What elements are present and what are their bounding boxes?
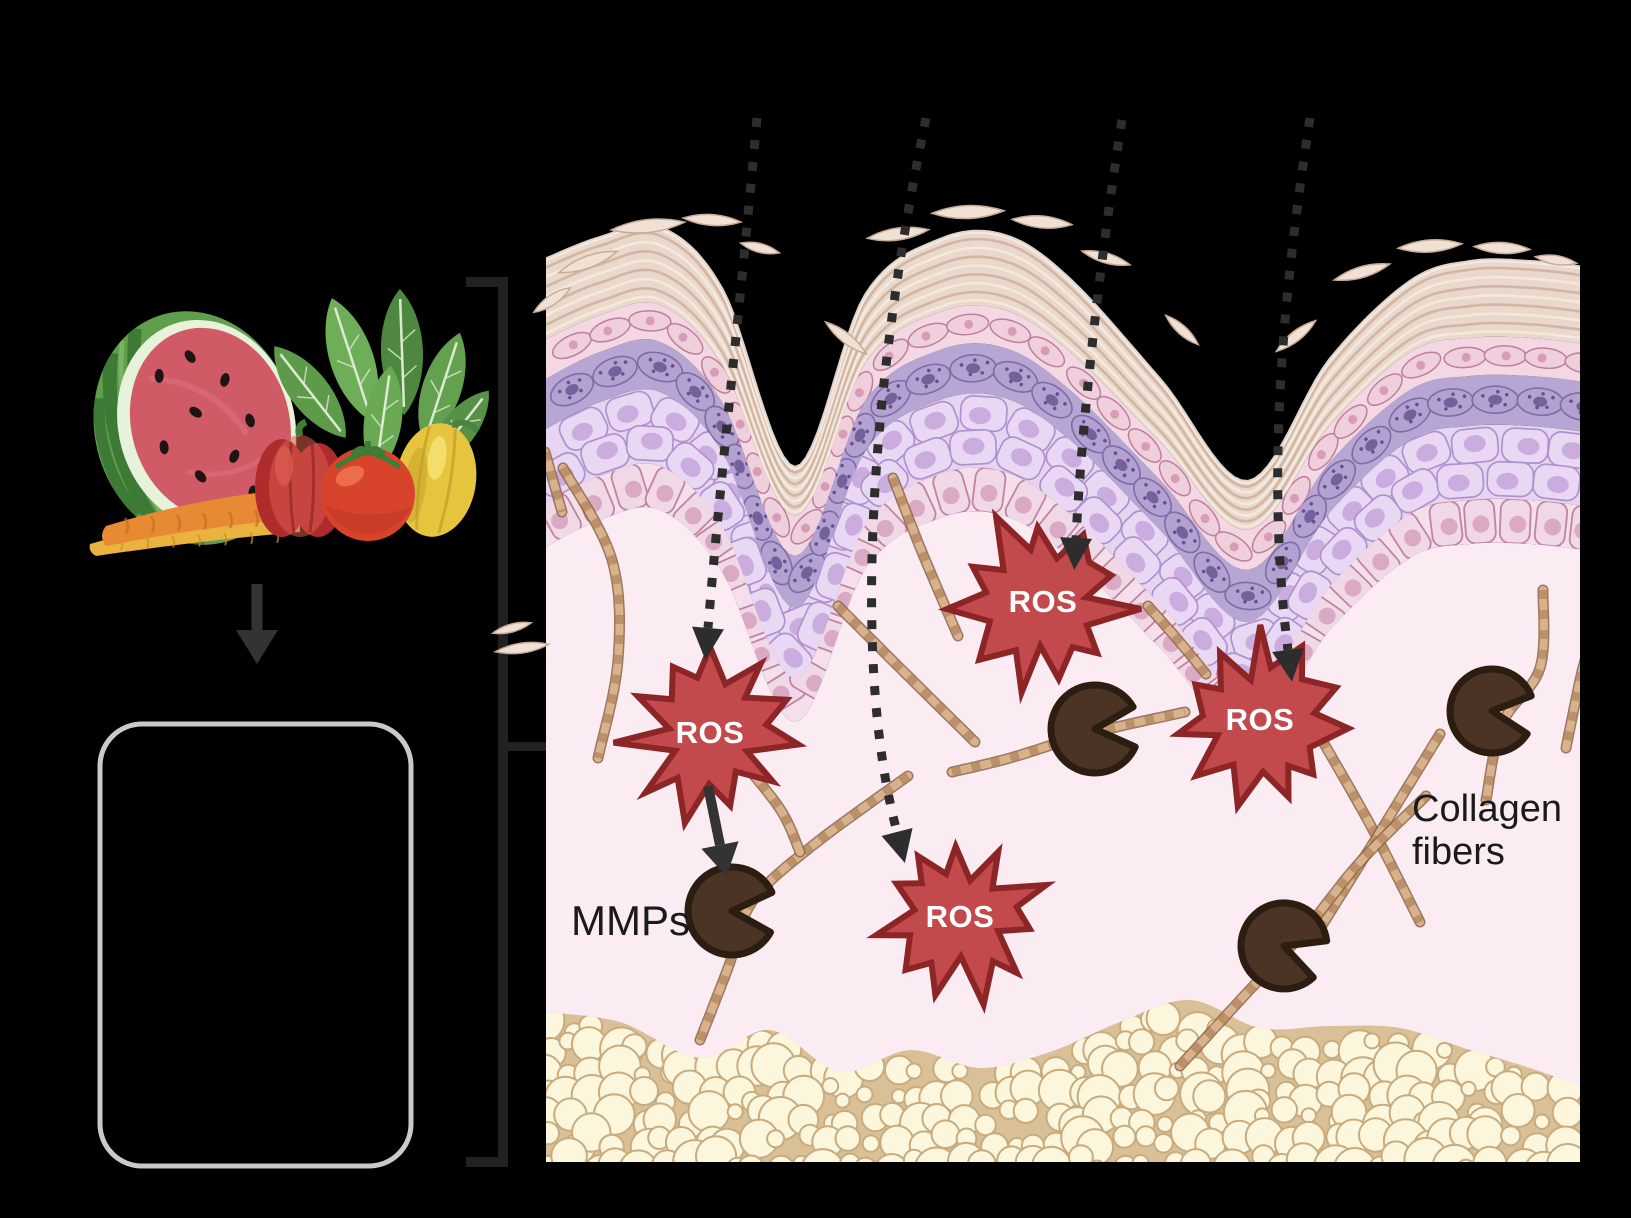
skin-cross-section: [546, 223, 1580, 1162]
ros-star-label: ROS: [1225, 702, 1295, 737]
skin-flakes: [490, 204, 1579, 655]
dermis-layer: [546, 507, 1580, 1162]
mmp-enzyme-icon: [684, 863, 776, 959]
mmps-label: MMPs: [571, 897, 690, 944]
ros-stars-group: [612, 508, 1356, 1014]
collagen-fibers-group: [546, 446, 1580, 1072]
ros-star-icon: [1169, 624, 1356, 815]
ros-star-icon: [866, 838, 1057, 1014]
ros-star-label: ROS: [1008, 584, 1078, 619]
ros-star-label: ROS: [925, 899, 995, 934]
collagen-fibers-label: Collagen fibers: [1412, 788, 1562, 873]
uv-rays-group: [692, 117, 1315, 864]
ros-to-mmp-arrow: [701, 785, 739, 877]
ros-star-icon: [612, 639, 808, 832]
uv-ray-dotted-arrow: [703, 117, 762, 629]
ros-star-label: ROS: [675, 715, 745, 750]
ros-star-icon: [937, 508, 1142, 705]
mmp-enzyme-icon: [1237, 899, 1331, 993]
granulosum-layer: [546, 339, 1580, 622]
downward-arrow: [236, 584, 278, 664]
empty-annotation-box: [97, 721, 414, 1169]
mmp-enzyme-icon: [1446, 665, 1535, 757]
tomato-icon: [321, 441, 415, 541]
mmp-enzyme-icon: [1047, 681, 1139, 777]
leafy-greens-icon: [274, 289, 489, 475]
produce-illustration: [89, 289, 489, 556]
collagen-label-line2: fibers: [1412, 830, 1505, 873]
uv-ray-dotted-arrow: [1273, 117, 1315, 651]
collagen-label-line1: Collagen: [1412, 788, 1562, 830]
mmp-enzymes-group: [684, 665, 1535, 993]
watermelon-icon: [93, 311, 297, 551]
red-bell-pepper-icon: [255, 418, 345, 537]
